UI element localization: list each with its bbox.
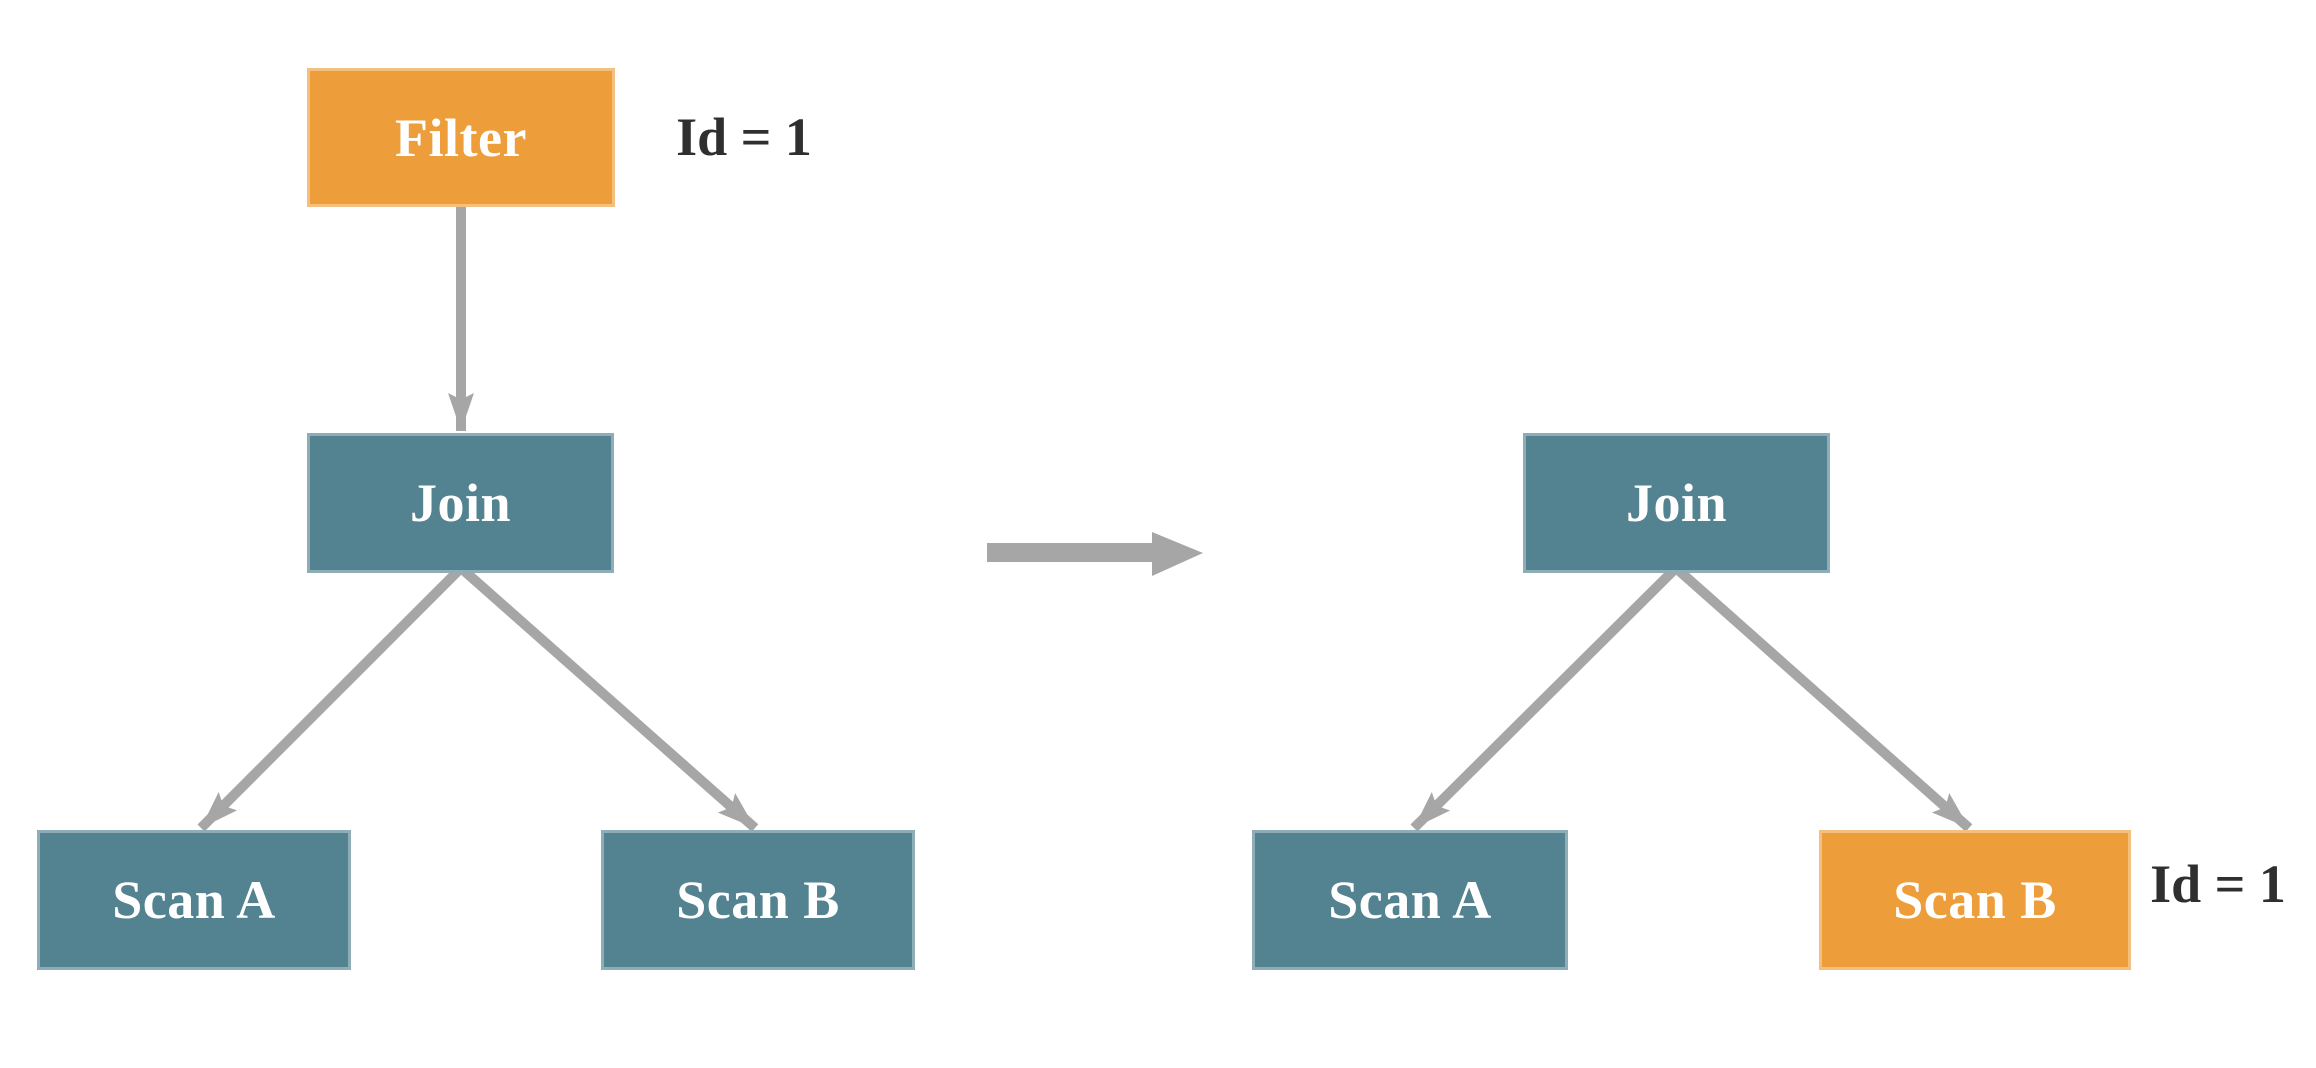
node-scan-a-left-label: Scan A [112,870,276,930]
edge-left-join-to-scan-b [457,564,759,832]
edge-right-join-to-scan-b [1672,564,1973,832]
scan-b-predicate-annotation: Id = 1 [2150,854,2286,914]
node-scan-a-left: Scan A [37,830,351,970]
edge-left-join-to-scan-a [197,564,465,832]
node-scan-a-right-label: Scan A [1328,870,1492,930]
node-join-right: Join [1523,433,1830,573]
node-join-right-label: Join [1625,473,1728,533]
node-join-left: Join [307,433,614,573]
node-scan-b-left-label: Scan B [676,870,840,930]
edge-right-join-to-scan-a [1410,564,1680,832]
filter-predicate-annotation: Id = 1 [676,107,812,167]
node-scan-b-left: Scan B [601,830,915,970]
transform-right-arrow-icon [987,532,1203,576]
node-scan-a-right: Scan A [1252,830,1568,970]
node-join-left-label: Join [409,473,512,533]
node-filter-label: Filter [395,107,527,168]
node-filter: Filter [307,68,615,207]
node-scan-b-right: Scan B [1819,830,2131,970]
node-scan-b-right-label: Scan B [1893,870,2057,930]
